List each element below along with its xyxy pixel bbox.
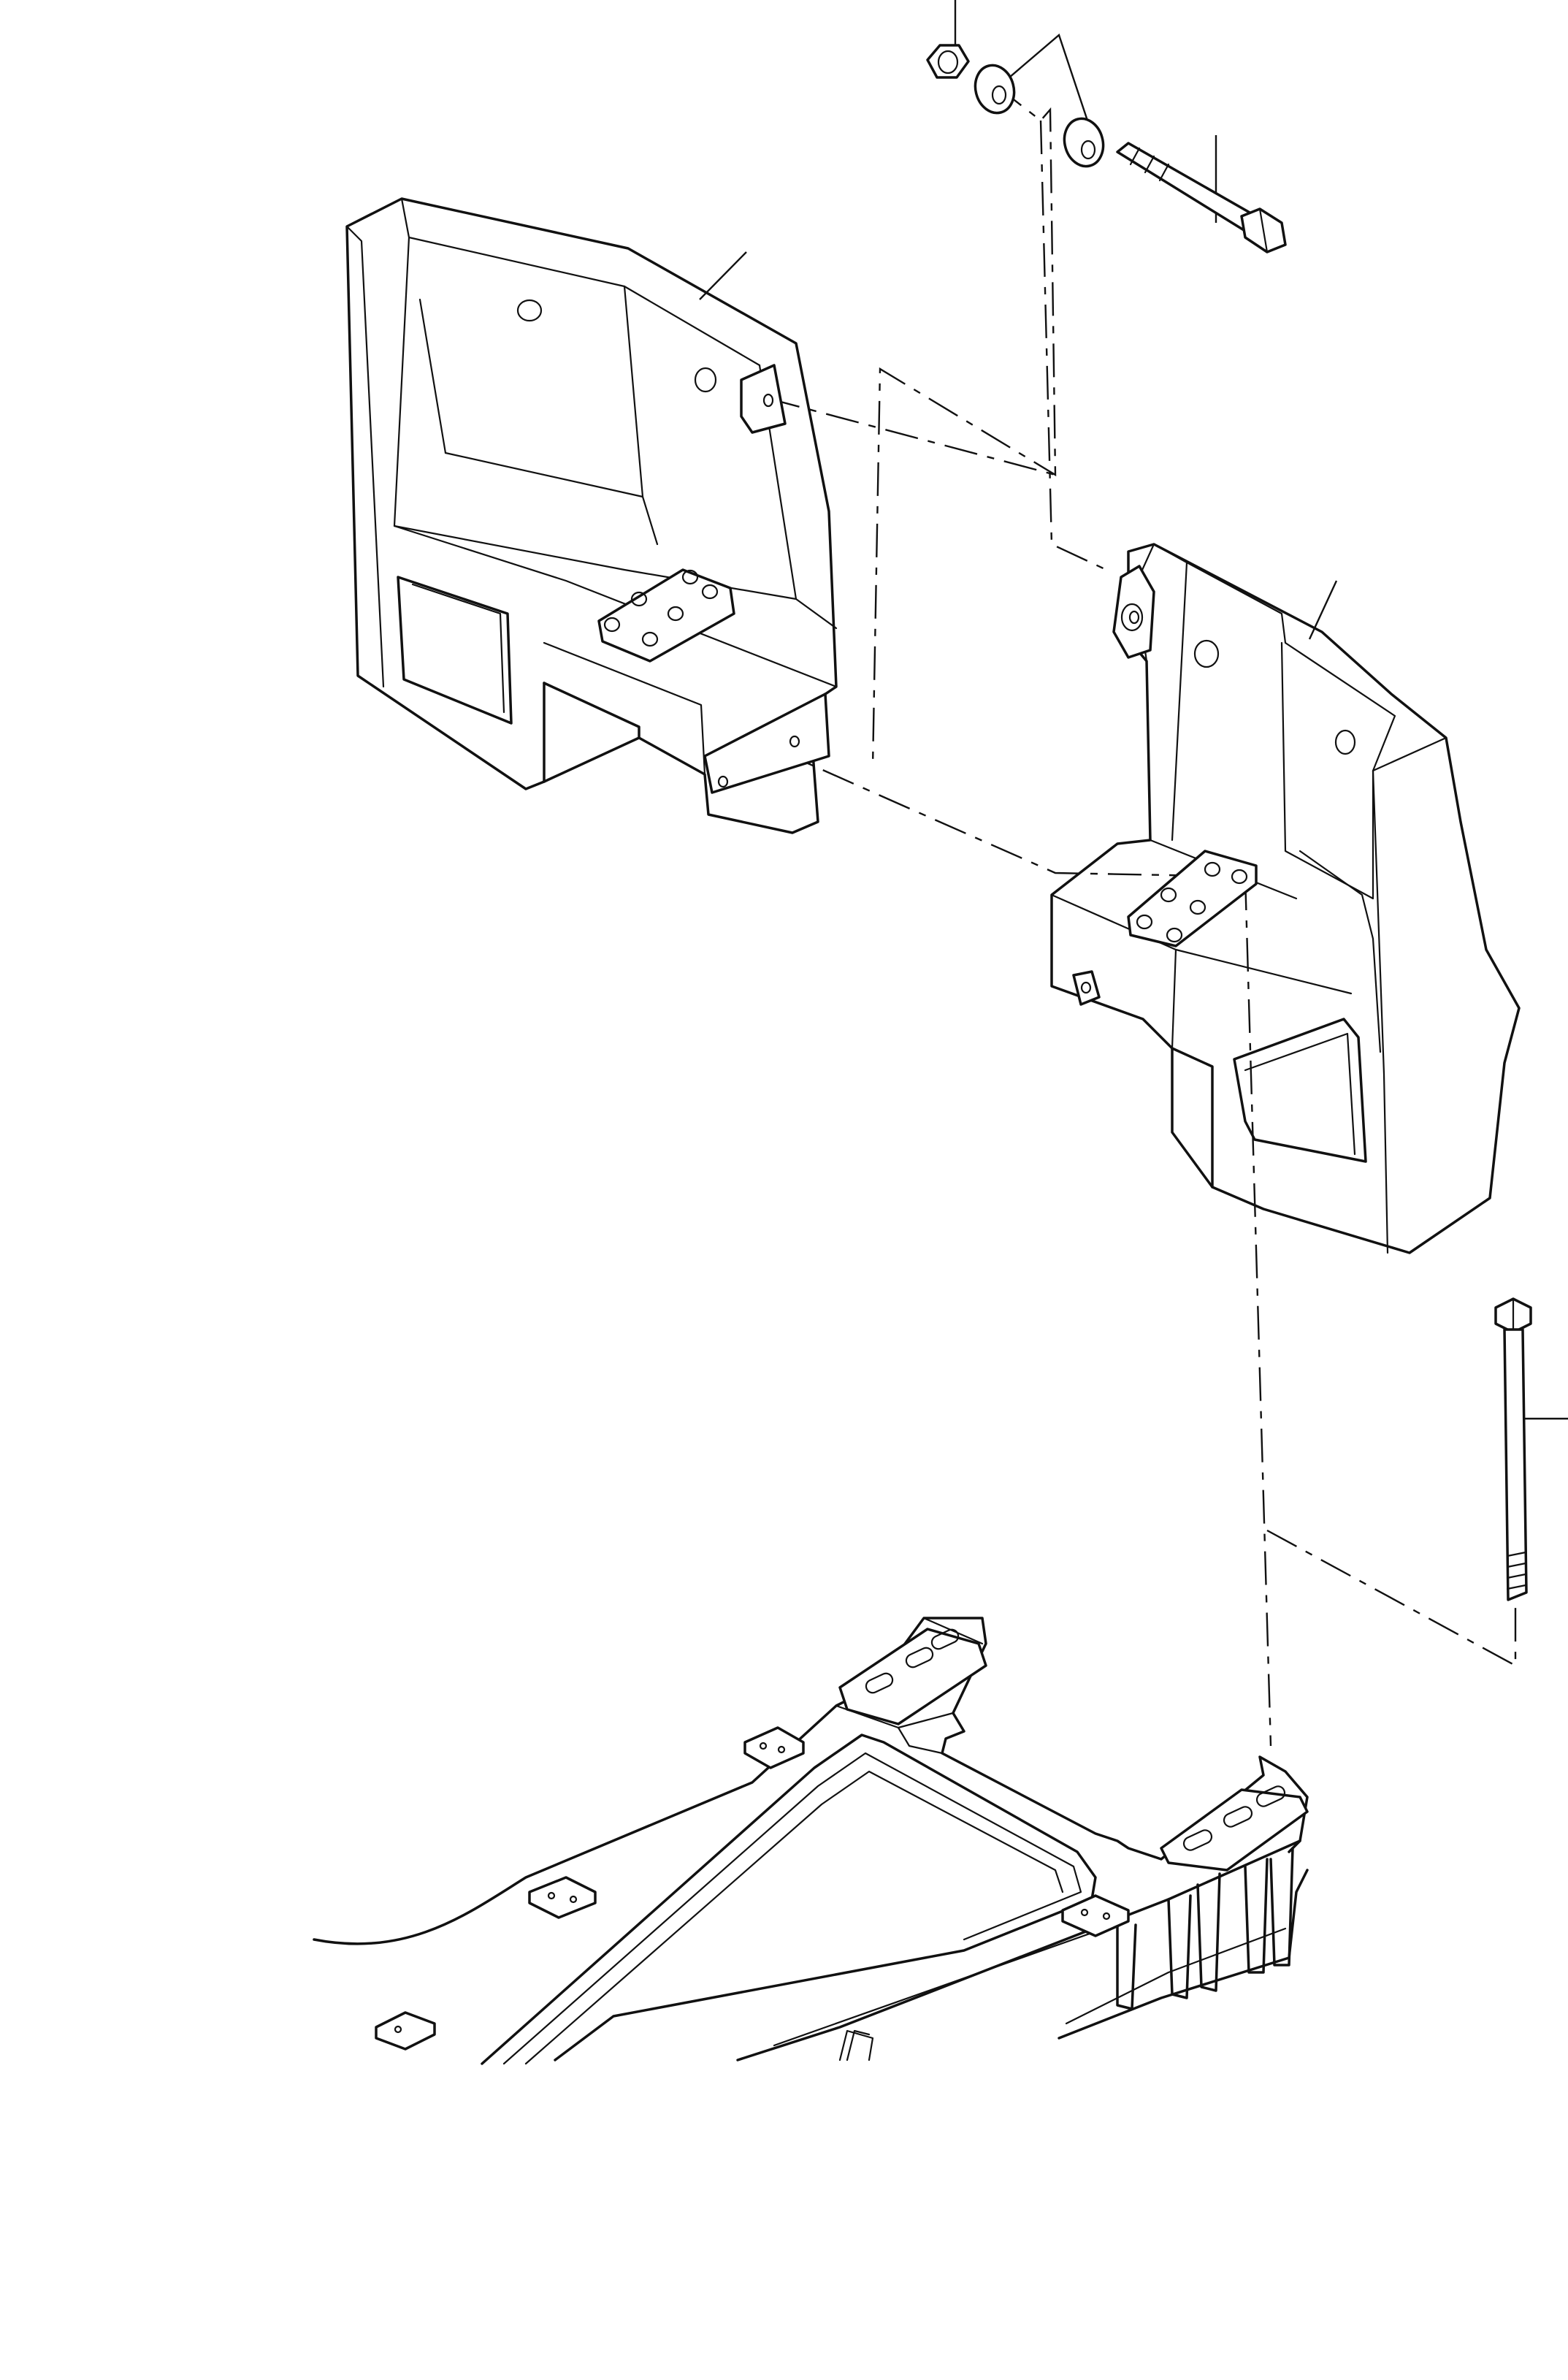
hex-bolt-icon [1116,142,1287,253]
washer-icon [1063,117,1105,168]
hex-bolt-icon [1494,1297,1532,1601]
frame-icon [313,1617,1309,2065]
assembly-lines [766,84,1517,1747]
leader-lines [699,0,1568,1420]
washer-icon [974,64,1016,115]
counterweight-left-icon [345,197,838,834]
nut-icon [926,44,970,79]
counterweight-right-icon [1050,543,1521,1254]
